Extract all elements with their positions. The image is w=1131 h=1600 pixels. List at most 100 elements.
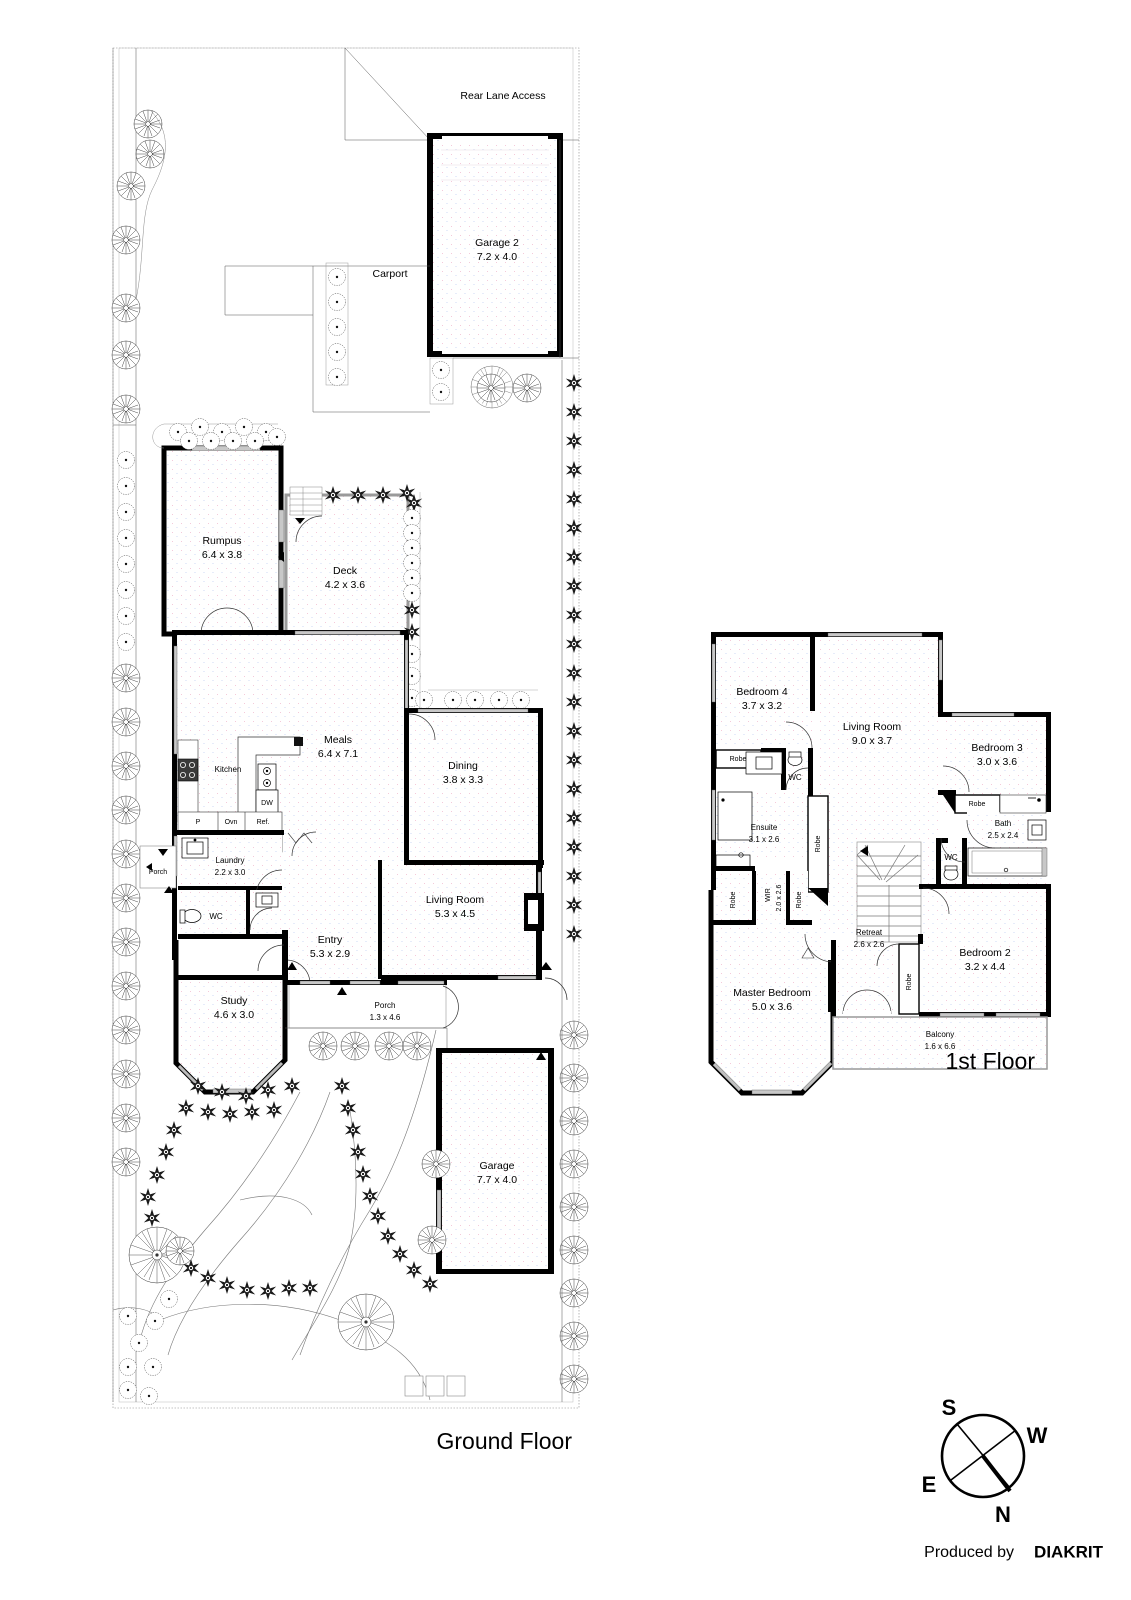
appliance-label-ref: Ref. [257, 819, 270, 826]
room-label-bedroom3-dim: 3.0 x 3.6 [977, 756, 1017, 768]
room-label-rumpus-name: Rumpus [202, 535, 241, 547]
room-label-bedroom4-dim: 3.7 x 3.2 [742, 700, 782, 712]
room-label-retreat-dim: 2.6 x 2.6 [854, 940, 885, 949]
compass-label-north: N [995, 1502, 1011, 1527]
robe-label-wir-right: Robe [796, 892, 803, 909]
room-label-entry-dim: 5.3 x 2.9 [310, 948, 350, 960]
room-ensuite: Ensuite 3.1 x 2.6 [711, 750, 808, 890]
room-label-master-name: Master Bedroom [733, 987, 811, 999]
room-label-laundry-dim: 2.2 x 3.0 [215, 868, 246, 877]
room-label-ensuite-name: Ensuite [751, 823, 778, 832]
room-rumpus: Rumpus 6.4 x 3.8 [152, 418, 286, 637]
room-label-living-ground-name: Living Room [426, 894, 485, 906]
front-garden [112, 1029, 466, 1405]
room-label-porch-front-dim: 1.3 x 4.6 [370, 1013, 401, 1022]
room-label-living-first-dim: 9.0 x 3.7 [852, 735, 892, 747]
room-bedroom-4: Bedroom 4 3.7 x 3.2 [711, 632, 819, 750]
compass-label-east: E [922, 1472, 937, 1497]
room-entry: Entry 5.3 x 2.9 [284, 830, 378, 985]
room-label-laundry-name: Laundry [216, 856, 245, 865]
room-label-rumpus-dim: 6.4 x 3.8 [202, 549, 242, 561]
room-label-living-ground-dim: 5.3 x 4.5 [435, 908, 475, 920]
room-retreat: Retreat 2.6 x 2.6 [831, 928, 895, 1027]
room-label-garage2-dim: 7.2 x 4.0 [477, 251, 517, 263]
room-label-balcony-name: Balcony [926, 1030, 954, 1039]
room-label-carport: Carport [372, 268, 407, 280]
room-wc-ground: WC [178, 890, 282, 939]
room-label-bath-name: Bath [995, 819, 1011, 828]
first-floor-plan: Bedroom 4 3.7 x 3.2 Living Room 9.0 x 3.… [708, 632, 1051, 1096]
room-bedroom-2: Bedroom 2 3.2 x 4.4 [919, 884, 1051, 1017]
room-label-deck-dim: 4.2 x 3.6 [325, 579, 365, 591]
room-label-garage2-name: Garage 2 [475, 237, 519, 249]
room-balcony: Balcony 1.6 x 6.6 [832, 1016, 1048, 1070]
room-label-porch-side: Porch [149, 869, 167, 876]
room-label-retreat-name: Retreat [856, 928, 883, 937]
right-boundary-shrubs [559, 360, 589, 1402]
ground-floor-plan: Rear Lane Access Garage 2 7.2 x 4.0 Carp… [111, 47, 589, 1454]
room-label-balcony-dim: 1.6 x 6.6 [925, 1042, 956, 1051]
room-bath-first: Bath 2.5 x 2.4 [966, 794, 1048, 884]
room-label-dining-name: Dining [448, 760, 478, 772]
room-dining: Dining 3.8 x 3.3 [404, 708, 543, 868]
room-wir: Robe WIR 2.0 x 2.6 Robe [711, 871, 812, 929]
room-label-garage-front-dim: 7.7 x 4.0 [477, 1174, 517, 1186]
room-deck: Deck 4.2 x 3.6 [278, 486, 410, 634]
room-label-deck-name: Deck [333, 565, 358, 577]
room-label-master-dim: 5.0 x 3.6 [752, 1001, 792, 1013]
robe-vertical-ensuite: Robe [807, 795, 829, 906]
room-label-bedroom4-name: Bedroom 4 [736, 686, 788, 698]
producer-credit: Produced by DIAKRIT [924, 1542, 1103, 1561]
room-label-bath-dim: 2.5 x 2.4 [988, 831, 1019, 840]
room-label-bedroom2-dim: 3.2 x 4.4 [965, 961, 1005, 973]
room-label-garage-front-name: Garage [479, 1160, 514, 1172]
room-label-entry-name: Entry [318, 934, 343, 946]
room-label-study-name: Study [221, 995, 249, 1007]
first-floor-title: 1st Floor [946, 1048, 1036, 1074]
room-label-meals-name: Meals [324, 734, 352, 746]
room-label-study-dim: 4.6 x 3.0 [214, 1009, 254, 1021]
room-living-ground: Living Room 5.3 x 4.5 [377, 860, 568, 1001]
appliance-label-ovn: Ovn [225, 819, 238, 826]
room-garage-front: Garage 7.7 x 4.0 [436, 1028, 554, 1274]
room-label-living-first-name: Living Room [843, 721, 902, 733]
ground-floor-title: Ground Floor [436, 1428, 572, 1454]
robe-label-vertical-1: Robe [815, 836, 822, 853]
room-label-wir-name: WIR [765, 888, 772, 902]
room-wc-first-left: WC [781, 748, 813, 796]
room-label-bedroom3-name: Bedroom 3 [971, 742, 1023, 754]
room-porch-side: Porch [139, 845, 177, 893]
room-carport: Carport [224, 262, 430, 413]
compass-label-south: S [942, 1395, 957, 1420]
first-floor-stairs [856, 841, 928, 944]
room-label-wir-dim: 2.0 x 2.6 [776, 884, 783, 911]
room-laundry: Laundry 2.2 x 3.0 [172, 830, 284, 960]
room-garage-2: Garage 2 7.2 x 4.0 [427, 133, 563, 357]
robe-label-wir-left: Robe [730, 892, 737, 909]
room-label-bedroom2-name: Bedroom 2 [959, 947, 1011, 959]
appliance-label-p: P [196, 819, 201, 826]
room-label-kitchen: Kitchen [215, 765, 242, 774]
deck-steps [289, 486, 323, 524]
producer-prefix: Produced by [924, 1544, 1014, 1561]
room-label-porch-front-name: Porch [375, 1001, 396, 1010]
room-wc-first-right: WC [936, 837, 967, 886]
appliance-label-dw: DW [261, 800, 273, 807]
wc-label-first-left: WC [788, 773, 802, 782]
room-porch-front: Porch 1.3 x 4.6 [285, 980, 459, 1029]
left-boundary-hedge [111, 109, 166, 1177]
compass-rose: S W E N [922, 1395, 1048, 1527]
robe-label-bedroom4: Robe [730, 756, 747, 763]
room-master-bedroom: Master Bedroom 5.0 x 3.6 [708, 890, 836, 1096]
room-study: Study 4.6 x 3.0 [173, 930, 297, 1095]
room-label-meals-dim: 6.4 x 7.1 [318, 748, 358, 760]
compass-label-west: W [1027, 1423, 1048, 1448]
room-label-wc-ground: WC [209, 912, 223, 921]
room-label-ensuite-dim: 3.1 x 2.6 [749, 835, 780, 844]
robe-label-bedroom3: Robe [969, 801, 986, 808]
room-label-dining-dim: 3.8 x 3.3 [443, 774, 483, 786]
room-label-rear-lane: Rear Lane Access [460, 90, 545, 102]
robe-label-vertical-2: Robe [906, 974, 913, 991]
robe-vertical-bed2: Robe [876, 943, 920, 1015]
